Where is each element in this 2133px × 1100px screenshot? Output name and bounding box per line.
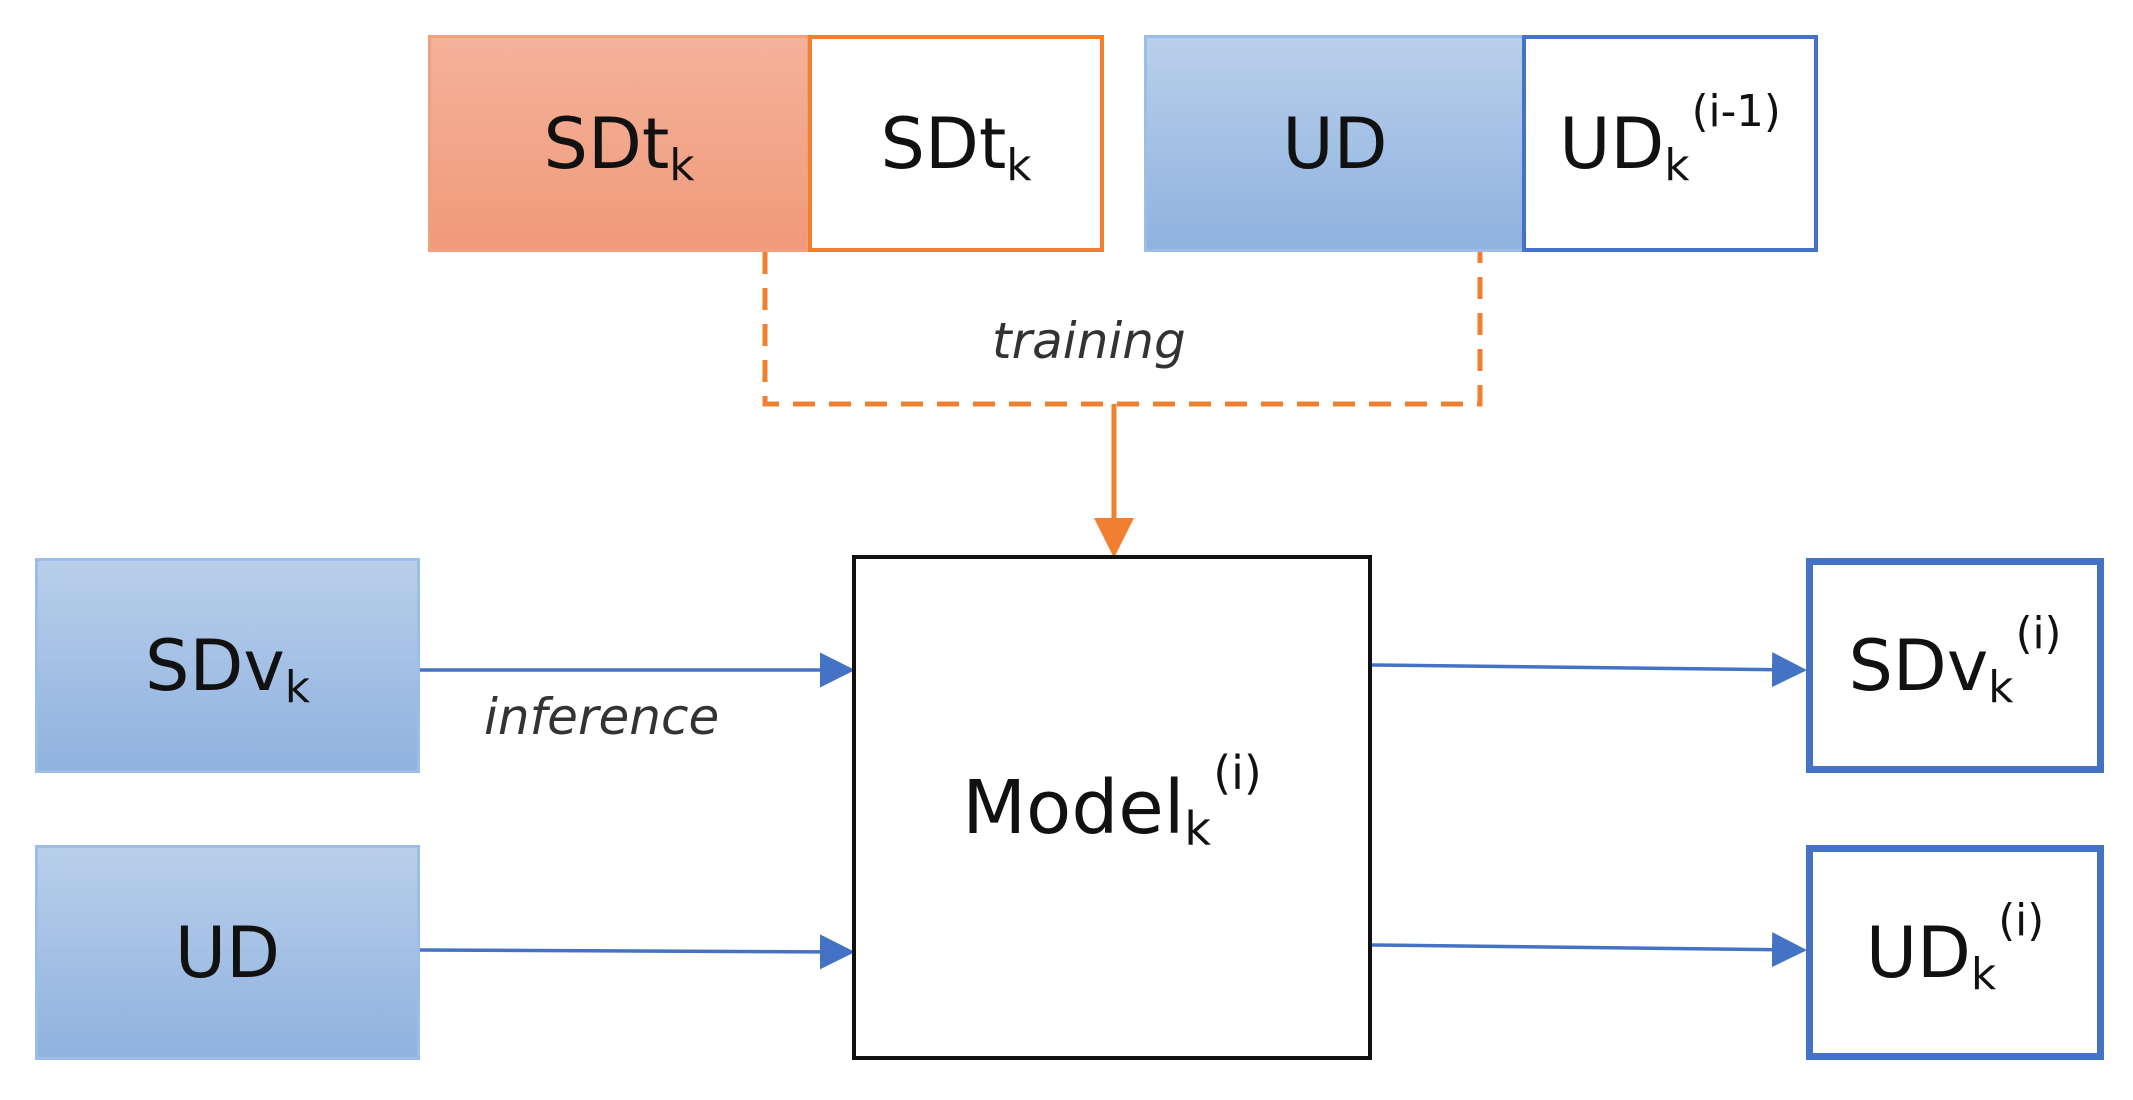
- ud-output-sub: k: [1970, 949, 1997, 1000]
- sdt-outline-base: SDt: [880, 102, 1007, 185]
- ud-outline-sup: (i-1): [1691, 87, 1781, 138]
- ud-to-model-arrow: [419, 934, 855, 970]
- sdv-output-sub: k: [1988, 662, 2014, 713]
- sdv-input-base: SDv: [145, 624, 285, 707]
- sdv-output-sup: (i): [2015, 609, 2062, 660]
- ud-outline-sub: k: [1664, 140, 1690, 191]
- ud-outline-base: UD: [1559, 102, 1665, 185]
- ud-output-sup: (i): [1998, 896, 2045, 947]
- sdv-input-box: SDvk: [35, 558, 420, 773]
- sdt-filled-base: SDt: [543, 102, 670, 185]
- ud-training-box-outline: UDk(i-1): [1522, 35, 1818, 252]
- model-box: Modelk(i): [852, 555, 1372, 1060]
- model-to-sdv-output-arrow: [1371, 652, 1807, 688]
- ud-output-base: UD: [1865, 911, 1971, 994]
- ud-input-base: UD: [174, 911, 281, 994]
- sdv-output-base: SDv: [1848, 624, 1989, 707]
- sdt-filled-sub: k: [669, 140, 695, 191]
- sdv-output-box: SDvk(i): [1806, 558, 2104, 773]
- sdt-training-box-filled: SDtk: [428, 35, 810, 252]
- training-label: training: [992, 312, 1186, 370]
- inference-label: inference: [484, 688, 720, 746]
- sdt-outline-sub: k: [1006, 140, 1032, 191]
- sdv-input-sub: k: [284, 662, 310, 713]
- sdt-training-box-outline: SDtk: [808, 35, 1104, 252]
- ud-filled-base: UD: [1282, 102, 1388, 185]
- model-base: Model: [962, 764, 1185, 851]
- model-sub: k: [1184, 802, 1211, 857]
- ud-output-box: UDk(i): [1806, 845, 2104, 1060]
- training-bracket: [762, 252, 1483, 407]
- model-to-ud-output-arrow: [1371, 932, 1807, 968]
- ud-input-box: UD: [35, 845, 420, 1060]
- model-sup: (i): [1213, 745, 1262, 800]
- ud-training-box-filled: UD: [1144, 35, 1526, 252]
